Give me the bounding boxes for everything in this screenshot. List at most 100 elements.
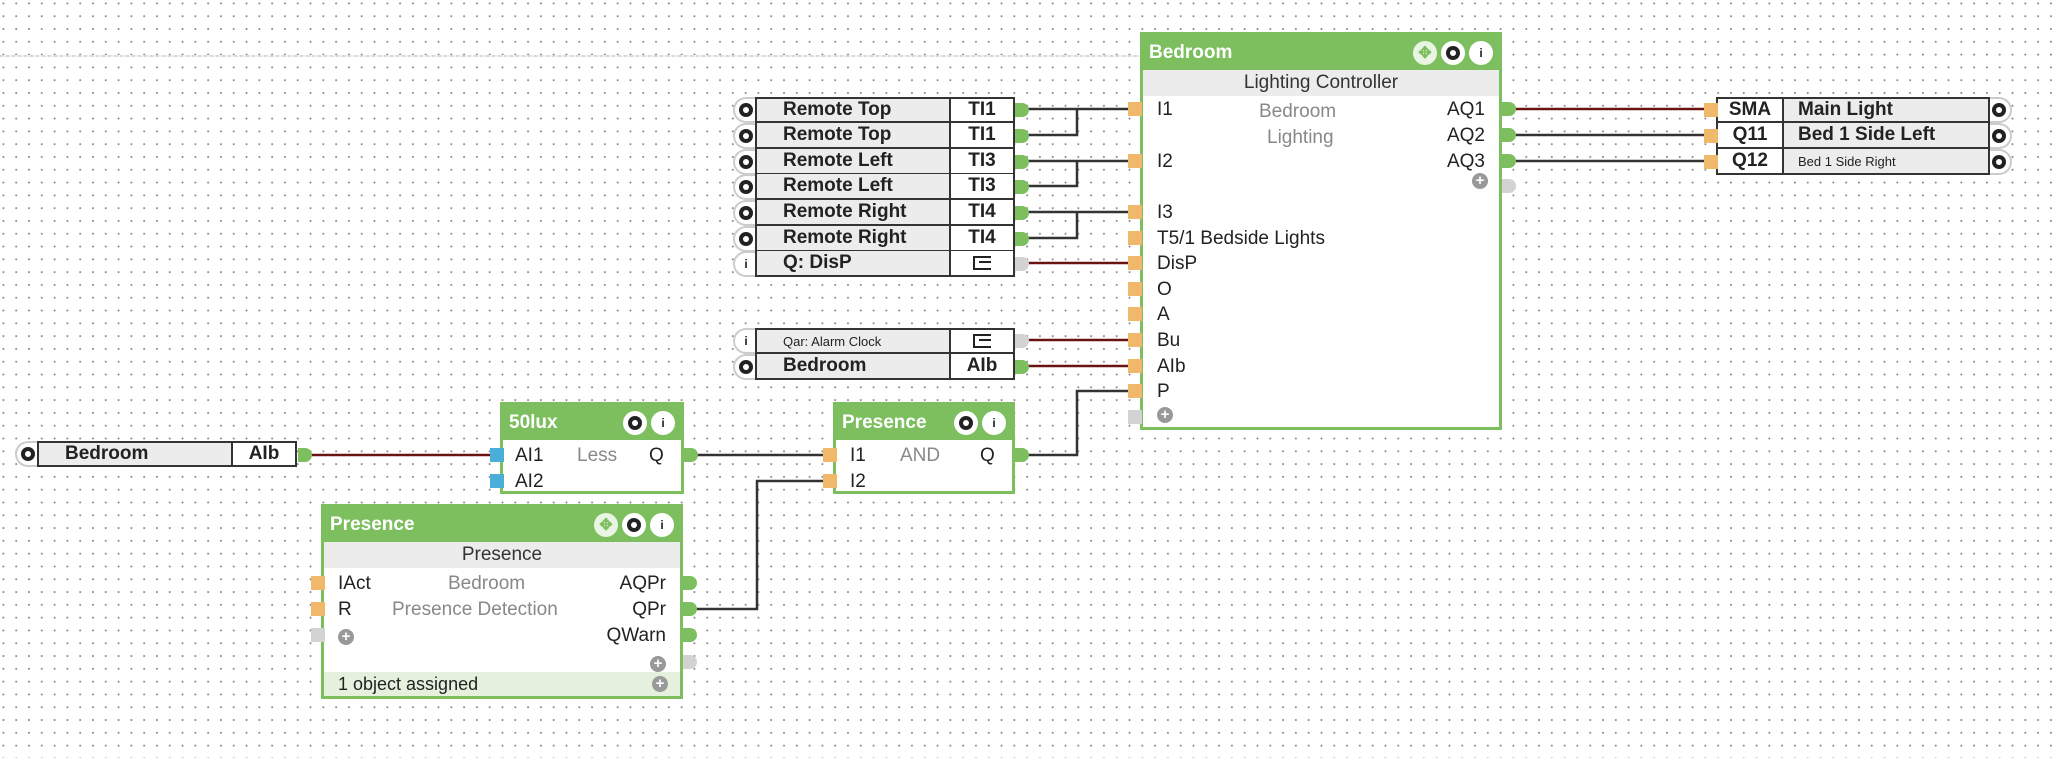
output-pin[interactable] xyxy=(1015,360,1029,374)
output-pin[interactable] xyxy=(684,448,698,462)
output-pin[interactable] xyxy=(298,448,312,462)
output-pin[interactable] xyxy=(1015,257,1029,271)
input-pin[interactable] xyxy=(823,474,837,488)
settings-button[interactable] xyxy=(1441,41,1465,65)
gear-icon[interactable] xyxy=(21,447,35,461)
input-pin[interactable] xyxy=(1128,307,1142,321)
input-pin[interactable] xyxy=(1128,102,1142,116)
input-label: I1 xyxy=(1157,99,1173,120)
add-output-icon[interactable]: + xyxy=(650,656,666,672)
settings-button[interactable] xyxy=(623,411,647,435)
info-button[interactable]: i xyxy=(982,411,1006,435)
gear-icon[interactable] xyxy=(739,360,753,374)
output-pin[interactable] xyxy=(1502,154,1516,168)
gear-icon[interactable] xyxy=(1992,129,2006,143)
output-label: QPr xyxy=(632,599,666,620)
input-pin[interactable] xyxy=(1128,154,1142,168)
add-output-icon[interactable]: + xyxy=(1472,173,1488,189)
gear-icon[interactable] xyxy=(739,232,753,246)
object-ref-bedroom-lux[interactable]: Bedroom AIb xyxy=(15,441,297,467)
assign-icon[interactable]: + xyxy=(652,676,668,692)
info-button[interactable]: i xyxy=(650,513,674,537)
move-icon[interactable]: ✥ xyxy=(594,513,618,537)
input-pin[interactable] xyxy=(490,448,504,462)
input-pin[interactable] xyxy=(311,628,325,642)
gear-icon xyxy=(959,416,973,430)
info-button[interactable]: i xyxy=(1469,41,1493,65)
add-input-icon[interactable]: + xyxy=(1157,407,1173,423)
output-pin[interactable] xyxy=(683,576,697,590)
gear-icon[interactable] xyxy=(1992,155,2006,169)
less-block[interactable]: 50lux i AI1 Less Q AI2 xyxy=(500,402,684,494)
output-pin[interactable] xyxy=(683,602,697,616)
input-pin[interactable] xyxy=(1128,205,1142,219)
gear-icon[interactable] xyxy=(739,180,753,194)
gear-icon[interactable] xyxy=(739,206,753,220)
input-pin[interactable] xyxy=(311,576,325,590)
output-pin[interactable] xyxy=(1015,155,1029,169)
input-label: AIb xyxy=(1157,356,1186,377)
input-label: I1 xyxy=(850,445,866,466)
input-pin[interactable] xyxy=(1128,256,1142,270)
input-pin[interactable] xyxy=(1704,129,1718,143)
output-pin[interactable] xyxy=(1015,129,1029,143)
input-pin[interactable] xyxy=(1128,384,1142,398)
input-pin[interactable] xyxy=(311,602,325,616)
info-button[interactable]: i xyxy=(651,411,675,435)
input-pin[interactable] xyxy=(1704,155,1718,169)
info-icon[interactable]: i xyxy=(744,334,748,348)
block-description: Bedroom xyxy=(448,573,526,594)
output-pin[interactable] xyxy=(683,628,697,642)
move-icon[interactable]: ✥ xyxy=(1413,41,1437,65)
output-pin[interactable] xyxy=(1502,179,1516,193)
input-pin[interactable] xyxy=(1704,103,1718,117)
info-icon[interactable]: i xyxy=(744,257,748,271)
input-label: I3 xyxy=(1157,202,1173,223)
gear-icon[interactable] xyxy=(1992,103,2006,117)
object-address: TI1 xyxy=(949,97,1015,123)
add-input-icon[interactable]: + xyxy=(338,629,354,645)
input-label: AI2 xyxy=(515,471,544,492)
output-pin[interactable] xyxy=(1015,448,1029,462)
presence-block[interactable]: Presence ✥ i Presence IAct R Bedroom Pre… xyxy=(321,504,683,699)
gear-icon[interactable] xyxy=(739,155,753,169)
input-pin[interactable] xyxy=(1128,359,1142,373)
input-pin[interactable] xyxy=(1128,410,1142,424)
output-pin[interactable] xyxy=(1015,232,1029,246)
input-pin[interactable] xyxy=(823,448,837,462)
output-pin[interactable] xyxy=(1015,206,1029,220)
settings-button[interactable] xyxy=(622,513,646,537)
input-pin[interactable] xyxy=(1128,231,1142,245)
lighting-controller-block[interactable]: Bedroom ✥ i Lighting Controller Bedroom … xyxy=(1140,32,1502,430)
settings-button[interactable] xyxy=(954,411,978,435)
object-address: TI3 xyxy=(949,174,1015,200)
output-pin[interactable] xyxy=(1502,102,1516,116)
object-name: Remote Top xyxy=(755,97,949,123)
input-pin[interactable] xyxy=(490,474,504,488)
assignment-footer[interactable]: 1 object assigned + xyxy=(324,672,680,696)
input-pin[interactable] xyxy=(1128,333,1142,347)
gear-icon[interactable] xyxy=(739,103,753,117)
gear-icon[interactable] xyxy=(739,129,753,143)
object-name: Remote Right xyxy=(755,226,949,252)
block-subtitle: Presence xyxy=(324,542,680,568)
input-pin[interactable] xyxy=(1128,282,1142,296)
and-block[interactable]: Presence i I1 AND Q I2 xyxy=(833,402,1015,494)
output-pin[interactable] xyxy=(1015,334,1029,348)
output-pin[interactable] xyxy=(1015,180,1029,194)
output-pin[interactable] xyxy=(1502,128,1516,142)
output-pin[interactable] xyxy=(1015,103,1029,117)
output-pin[interactable] xyxy=(683,655,697,669)
